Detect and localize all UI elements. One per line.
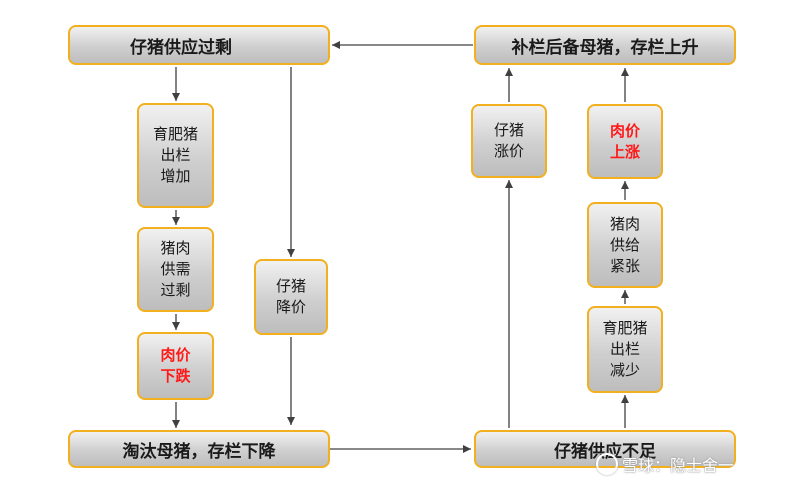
watermark-text: 雪球：隐士舍一: [622, 456, 735, 475]
box-fattening-up-label: 育肥猪 出栏 增加: [152, 125, 198, 185]
box-pork-price-up-label: 肉价 上涨: [609, 121, 640, 161]
box-piglet-price-up-label: 仔猪 涨价: [493, 121, 524, 160]
box-pork-oversupply: 猪肉 供需 过剩: [137, 227, 214, 312]
box-fattening-down: 育肥猪 出栏 减少: [587, 306, 663, 393]
box-piglet-price-down-label: 仔猪 降价: [275, 277, 306, 316]
watermark: 雪球：隐士舍一: [596, 452, 734, 476]
box-restock-sows-label: 补栏后备母猪，存栏上升: [511, 37, 699, 58]
box-pork-price-down: 肉价 下跌: [137, 332, 214, 400]
box-piglet-surplus: 仔猪供应过剩: [68, 25, 330, 65]
box-pork-price-down-label: 肉价 下跌: [160, 346, 191, 385]
box-pork-price-up: 肉价 上涨: [587, 104, 663, 179]
box-pork-tight-label: 猪肉 供给 紧张: [609, 214, 640, 275]
box-pork-oversupply-label: 猪肉 供需 过剩: [160, 239, 191, 299]
box-cull-sows: 淘汰母猪，存栏下降: [68, 430, 330, 468]
box-fattening-down-label: 育肥猪 出栏 减少: [602, 319, 648, 379]
box-cull-sows-label: 淘汰母猪，存栏下降: [122, 441, 276, 462]
box-pork-tight: 猪肉 供给 紧张: [587, 202, 663, 288]
box-piglet-surplus-label: 仔猪供应过剩: [130, 37, 232, 58]
snowball-logo-icon: [596, 453, 618, 475]
box-fattening-up: 育肥猪 出栏 增加: [137, 103, 214, 208]
box-piglet-price-down: 仔猪 降价: [254, 259, 328, 335]
box-piglet-shortage-label: 仔猪供应不足: [554, 441, 656, 462]
box-piglet-price-up: 仔猪 涨价: [471, 104, 547, 178]
box-restock-sows: 补栏后备母猪，存栏上升: [474, 25, 736, 65]
